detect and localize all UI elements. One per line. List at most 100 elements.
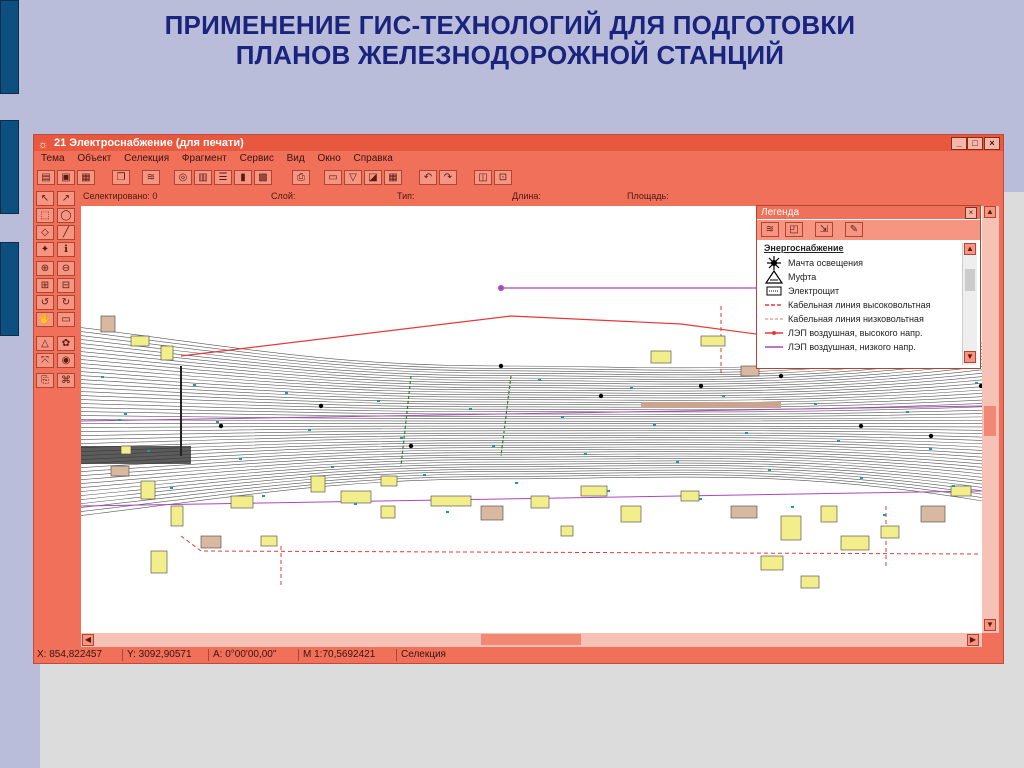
legend-export-icon[interactable]: ⇲ <box>815 222 833 237</box>
lv-cable-line <box>765 318 783 320</box>
legend-panel[interactable]: Легенда × ≋ ◰ ⇲ ✎ Энергоснабжение Мачта … <box>756 205 981 369</box>
railway-track <box>81 347 982 380</box>
scroll-up-icon[interactable]: ▲ <box>984 206 996 218</box>
legend-scrollbar[interactable]: ▲ ▼ <box>962 243 977 365</box>
legend-item[interactable]: ЛЭП воздушная, высокого напр. <box>760 326 963 340</box>
stamp-icon[interactable]: ⎙ <box>292 170 310 185</box>
zoom-window-tool-icon[interactable]: ⊞ <box>36 278 54 293</box>
horizontal-scrollbar[interactable]: ◀ ▶ <box>81 633 982 647</box>
scroll-down-icon[interactable]: ▼ <box>984 619 996 631</box>
legend-symbol-icon[interactable]: ◰ <box>785 222 803 237</box>
marker <box>515 482 518 484</box>
light-mast <box>858 423 864 429</box>
scroll-left-icon[interactable]: ◀ <box>82 634 94 646</box>
refresh-icon[interactable]: ⊡ <box>494 170 512 185</box>
menu-item-help[interactable]: Справка <box>353 153 393 164</box>
chart-icon[interactable]: ▮ <box>234 170 252 185</box>
marker <box>308 429 311 431</box>
node-edit-icon[interactable]: ✿ <box>57 336 75 351</box>
reshape-icon[interactable]: ⤧ <box>36 353 54 368</box>
matrix-icon[interactable]: ▦ <box>384 170 402 185</box>
info-icon[interactable]: ℹ <box>57 242 75 257</box>
type-field: Тип: <box>397 191 415 201</box>
query-icon[interactable]: ◪ <box>364 170 382 185</box>
open-icon[interactable]: ▤ <box>37 170 55 185</box>
side-tab <box>0 242 19 336</box>
legend-item[interactable]: ЛЭП воздушная, низкого напр. <box>760 340 963 354</box>
marker <box>118 419 121 421</box>
zoom-window-icon[interactable]: ◫ <box>474 170 492 185</box>
legend-item[interactable]: Кабельная линия высоковольтная <box>760 298 963 312</box>
zoom-in-icon[interactable]: ⊕ <box>36 261 54 276</box>
line-node <box>498 285 504 291</box>
frame-icon[interactable]: ▭ <box>324 170 342 185</box>
minimize-button[interactable]: _ <box>951 137 967 150</box>
legend-titlebar[interactable]: Легенда × <box>757 206 980 219</box>
legend-item[interactable]: Кабельная линия низковольтная <box>760 312 963 326</box>
redo-icon[interactable]: ↷ <box>439 170 457 185</box>
undo-icon[interactable]: ↶ <box>419 170 437 185</box>
marker <box>377 400 380 402</box>
grid-icon[interactable]: ▩ <box>254 170 272 185</box>
filter-icon[interactable]: ▽ <box>344 170 362 185</box>
scroll-right-icon[interactable]: ▶ <box>967 634 979 646</box>
zoom-extent-icon[interactable]: ⊟ <box>57 278 75 293</box>
menu-item-object[interactable]: Объект <box>77 153 112 164</box>
pan-hand-icon[interactable]: ✋ <box>36 312 54 327</box>
rotate-right-icon[interactable]: ↻ <box>57 295 75 310</box>
layers-icon[interactable]: ≋ <box>142 170 160 185</box>
menu-item-view[interactable]: Вид <box>286 153 305 164</box>
horizontal-scroll-thumb[interactable] <box>481 634 581 645</box>
select-box-icon[interactable]: ⬚ <box>36 208 54 223</box>
close-button[interactable]: × <box>984 137 1000 150</box>
zoom-out-icon[interactable]: ⊖ <box>57 261 75 276</box>
save-icon[interactable]: ▣ <box>57 170 75 185</box>
copy-icon[interactable]: ❐ <box>112 170 130 185</box>
select-polygon-icon[interactable]: ◇ <box>36 225 54 240</box>
select-arrow-icon[interactable]: ↖ <box>36 191 54 206</box>
building <box>920 505 946 523</box>
symbol-icon[interactable]: ⌘ <box>57 373 75 388</box>
legend-scroll-thumb[interactable] <box>965 269 975 291</box>
vertical-scrollbar[interactable]: ▲ ▼ <box>982 206 999 633</box>
table-icon[interactable]: ▥ <box>194 170 212 185</box>
pick-icon[interactable]: ✦ <box>36 242 54 257</box>
snap-icon[interactable]: ◉ <box>57 353 75 368</box>
select-circle-icon[interactable]: ◯ <box>57 208 75 223</box>
menu-item-window[interactable]: Окно <box>317 153 341 164</box>
print-icon[interactable]: ▦ <box>77 170 95 185</box>
legend-scroll-down-icon[interactable]: ▼ <box>964 351 976 363</box>
maximize-button[interactable]: □ <box>967 137 983 150</box>
list-icon[interactable]: ☰ <box>214 170 232 185</box>
legend-item[interactable]: Муфта <box>760 270 963 284</box>
building <box>160 345 174 361</box>
draw-triangle-icon[interactable]: △ <box>36 336 54 351</box>
legend-item[interactable]: Электрощит <box>760 284 963 298</box>
globe-icon[interactable]: ◎ <box>174 170 192 185</box>
building <box>310 475 326 493</box>
marker <box>538 379 541 381</box>
legend-edit-icon[interactable]: ✎ <box>845 222 863 237</box>
railway-track <box>81 363 982 390</box>
legend-group-header[interactable]: Энергоснабжение <box>764 243 844 253</box>
vertical-scroll-thumb[interactable] <box>984 406 996 436</box>
legend-close-button[interactable]: × <box>965 207 977 219</box>
marker <box>584 453 587 455</box>
window-titlebar[interactable]: ☼ 21 Электроснабжение (для печати) _ □ × <box>34 135 1003 151</box>
building <box>840 535 870 551</box>
select-line-icon[interactable]: ╱ <box>57 225 75 240</box>
rotate-left-icon[interactable]: ↺ <box>36 295 54 310</box>
menu-item-fragment[interactable]: Фрагмент <box>181 153 227 164</box>
label-icon[interactable]: ⎘ <box>36 373 54 388</box>
menu-item-theme[interactable]: Тема <box>41 153 65 164</box>
railway-track <box>81 403 982 413</box>
legend-scroll-up-icon[interactable]: ▲ <box>964 243 976 255</box>
menu-item-selection[interactable]: Селекция <box>124 153 170 164</box>
building <box>650 350 672 364</box>
legend-label: Кабельная линия высоковольтная <box>788 300 931 310</box>
ruler-icon[interactable]: ▭ <box>57 312 75 327</box>
legend-layers-icon[interactable]: ≋ <box>761 222 779 237</box>
select-plus-icon[interactable]: ↗ <box>57 191 75 206</box>
legend-item[interactable]: Мачта освещения <box>760 256 963 270</box>
menu-item-service[interactable]: Сервис <box>239 153 274 164</box>
